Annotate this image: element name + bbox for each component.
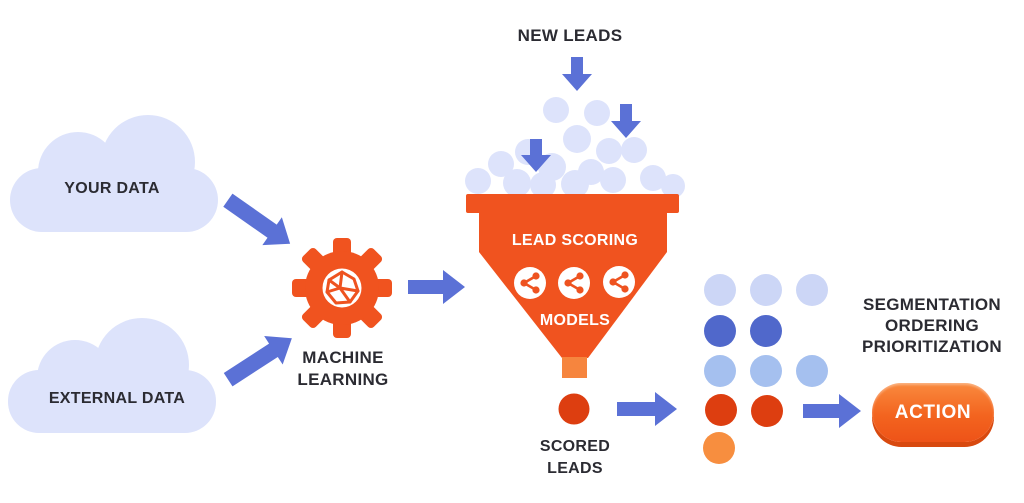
action-button[interactable]: ACTION bbox=[872, 383, 994, 442]
funnel-rim bbox=[466, 194, 679, 213]
lead-ball bbox=[600, 167, 626, 193]
matrix-dot bbox=[750, 355, 782, 387]
model-share-icon bbox=[514, 267, 546, 299]
lead-ball bbox=[621, 137, 647, 163]
arrow-ml-to-funnel-icon bbox=[408, 270, 465, 304]
machine-learning-gear-icon bbox=[292, 238, 392, 338]
matrix-dot bbox=[703, 432, 735, 464]
lead-ball bbox=[584, 100, 610, 126]
scored-leads-label: SCORED LEADS bbox=[539, 438, 611, 477]
lead-ball bbox=[640, 165, 666, 191]
arrow-new-leads-down-icon bbox=[521, 139, 551, 172]
cloud-bump bbox=[37, 340, 113, 416]
network-globe-icon bbox=[325, 270, 360, 305]
new-leads-label: NEW LEADS bbox=[517, 26, 623, 45]
matrix-dot bbox=[796, 274, 828, 306]
lead-ball bbox=[530, 172, 556, 198]
action-button-label: ACTION bbox=[894, 401, 972, 423]
arrow-new-leads-down-icon bbox=[611, 104, 641, 138]
matrix-dot bbox=[796, 355, 828, 387]
your-data-label: YOUR DATA bbox=[64, 180, 160, 197]
lead-scoring-funnel-icon bbox=[466, 194, 679, 378]
lead-scoring-label: LEAD SCORING bbox=[511, 232, 639, 249]
model-share-icon bbox=[603, 266, 635, 298]
arrow-new-leads-down-icon bbox=[562, 57, 592, 91]
external-data-label: EXTERNAL DATA bbox=[48, 390, 186, 407]
arrow-matrix-to-action-icon bbox=[803, 394, 861, 428]
lead-ball bbox=[488, 151, 514, 177]
scored-leads-matrix bbox=[703, 274, 828, 464]
lead-ball bbox=[561, 170, 589, 198]
funnel-spout bbox=[562, 357, 587, 378]
models-label: MODELS bbox=[539, 312, 611, 329]
lead-ball bbox=[661, 174, 685, 198]
matrix-dot bbox=[750, 315, 782, 347]
arrow-external-data-to-ml-icon bbox=[223, 336, 292, 387]
lead-ball bbox=[563, 125, 591, 153]
new-leads-balls bbox=[465, 97, 685, 198]
lead-ball bbox=[596, 138, 622, 164]
machine-learning-label: MACHINE LEARNING bbox=[297, 348, 389, 389]
external-data-cloud-icon bbox=[8, 318, 216, 433]
matrix-dot bbox=[705, 394, 737, 426]
matrix-dot bbox=[750, 274, 782, 306]
matrix-dot bbox=[751, 395, 783, 427]
your-data-cloud-icon bbox=[10, 115, 218, 232]
lead-ball bbox=[503, 169, 531, 197]
segmentation-label: SEGMENTATION ORDERING PRIORITIZATION bbox=[862, 295, 1002, 356]
matrix-dot bbox=[704, 274, 736, 306]
cloud-bump bbox=[38, 132, 118, 212]
arrow-your-data-to-ml-icon bbox=[223, 193, 291, 246]
matrix-dot bbox=[704, 315, 736, 347]
scored-lead-dot bbox=[558, 393, 590, 425]
cloud-bump bbox=[95, 318, 189, 412]
model-share-icon bbox=[558, 267, 590, 299]
lead-ball bbox=[543, 97, 569, 123]
matrix-dot bbox=[704, 355, 736, 387]
cloud-bump bbox=[101, 115, 195, 209]
arrow-scored-to-matrix-icon bbox=[617, 392, 677, 426]
lead-ball bbox=[465, 168, 491, 194]
